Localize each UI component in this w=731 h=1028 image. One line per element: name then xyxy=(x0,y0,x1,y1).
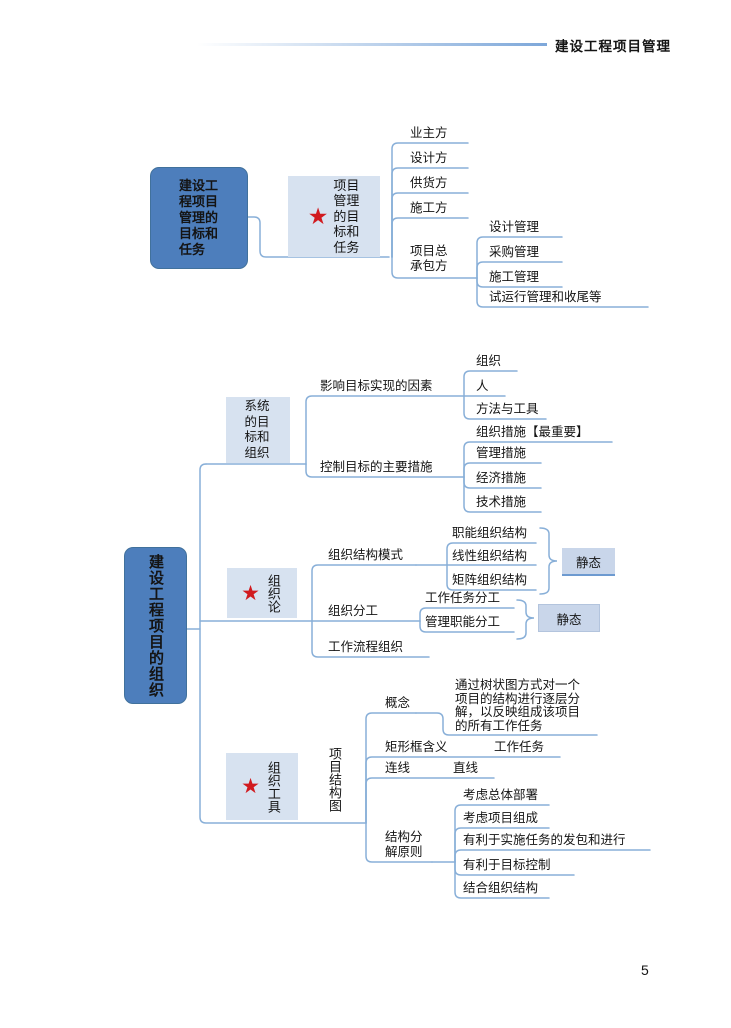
map1-task-commissioning: 试运行管理和收尾等 xyxy=(489,290,602,304)
map2-root-label: 建设工程项目的组织 xyxy=(147,553,163,698)
structure-linear: 线性组织结构 xyxy=(452,549,528,563)
map1-task-design: 设计管理 xyxy=(489,220,540,234)
structure-mode-label: 组织结构模式 xyxy=(328,548,404,562)
map1-party-supplier: 供货方 xyxy=(410,176,448,190)
division-label: 组织分工 xyxy=(328,604,379,618)
factor-people: 人 xyxy=(476,379,489,393)
brace-structures xyxy=(539,527,558,595)
division-function: 管理职能分工 xyxy=(425,615,501,629)
star-icon: ★ xyxy=(307,204,329,229)
map1-task-procurement: 采购管理 xyxy=(489,245,540,259)
map2-system-node: 系统的目标和组织 xyxy=(226,397,290,463)
star-icon: ★ xyxy=(241,580,260,605)
principle-contracting: 有利于实施任务的发包和进行 xyxy=(463,833,626,847)
map2-root-node: 建设工程项目的组织 xyxy=(124,547,187,704)
map1-party-designer: 设计方 xyxy=(410,151,448,165)
map1-root-node: 建设工程项目管理的目标和任务 xyxy=(150,167,248,269)
map1-contractor: 项目总承包方 xyxy=(410,244,448,273)
connect-line-value: 直线 xyxy=(453,761,479,775)
workflow-label: 工作流程组织 xyxy=(328,640,404,654)
factors-label: 影响目标实现的因素 xyxy=(320,379,433,393)
map2-tools-node: ★ 组织工具 xyxy=(226,753,298,820)
measures-label: 控制目标的主要措施 xyxy=(320,460,433,474)
factor-organization: 组织 xyxy=(476,354,502,368)
map2-theory-label: 组织论 xyxy=(265,573,281,613)
map1-root-label: 建设工程项目管理的目标和任务 xyxy=(179,178,219,257)
map1-topic-node: ★ 项目管理的目标和任务 xyxy=(288,176,380,257)
map1-party-owner: 业主方 xyxy=(410,126,448,140)
star-icon: ★ xyxy=(241,774,260,798)
concept-label: 概念 xyxy=(385,696,411,710)
principle-overall: 考虑总体部署 xyxy=(463,788,539,802)
measure-technical: 技术措施 xyxy=(476,495,527,509)
structure-matrix: 矩阵组织结构 xyxy=(452,573,528,587)
tool-structure-chart-label: 项目结构图 xyxy=(327,747,342,812)
structure-functional: 职能组织结构 xyxy=(452,526,528,540)
map1-topic-label: 项目管理的目标和任务 xyxy=(333,177,360,255)
static-note-structures: 静态 xyxy=(562,548,615,576)
map2-tools-label: 组织工具 xyxy=(265,760,281,813)
static-note-divisions: 静态 xyxy=(538,604,600,632)
connect-line-label: 连线 xyxy=(385,761,411,775)
principle-org-structure: 结合组织结构 xyxy=(463,881,539,895)
brace-divisions xyxy=(516,599,535,640)
measure-economic: 经济措施 xyxy=(476,471,527,485)
principle-composition: 考虑项目组成 xyxy=(463,811,539,825)
map1-party-builder: 施工方 xyxy=(410,201,448,215)
division-task: 工作任务分工 xyxy=(425,591,501,605)
rect-meaning-label: 矩形框含义 xyxy=(385,740,448,754)
measure-organizational: 组织措施【最重要】 xyxy=(476,425,589,439)
rect-meaning-value: 工作任务 xyxy=(494,740,545,754)
map1-task-construction: 施工管理 xyxy=(489,270,540,284)
measure-management: 管理措施 xyxy=(476,446,527,460)
map2-system-label: 系统的目标和组织 xyxy=(244,399,270,460)
header-rule xyxy=(197,43,547,46)
factor-methods-tools: 方法与工具 xyxy=(476,402,539,416)
header-title: 建设工程项目管理 xyxy=(555,39,671,54)
map2-theory-node: ★ 组织论 xyxy=(227,568,297,618)
principles-label: 结构分解原则 xyxy=(385,830,423,859)
principle-target-control: 有利于目标控制 xyxy=(463,858,551,872)
concept-text: 通过树状图方式对一个项目的结构进行逐层分解，以反映组成该项目的所有工作任务 xyxy=(455,678,581,733)
page-number: 5 xyxy=(641,962,649,978)
